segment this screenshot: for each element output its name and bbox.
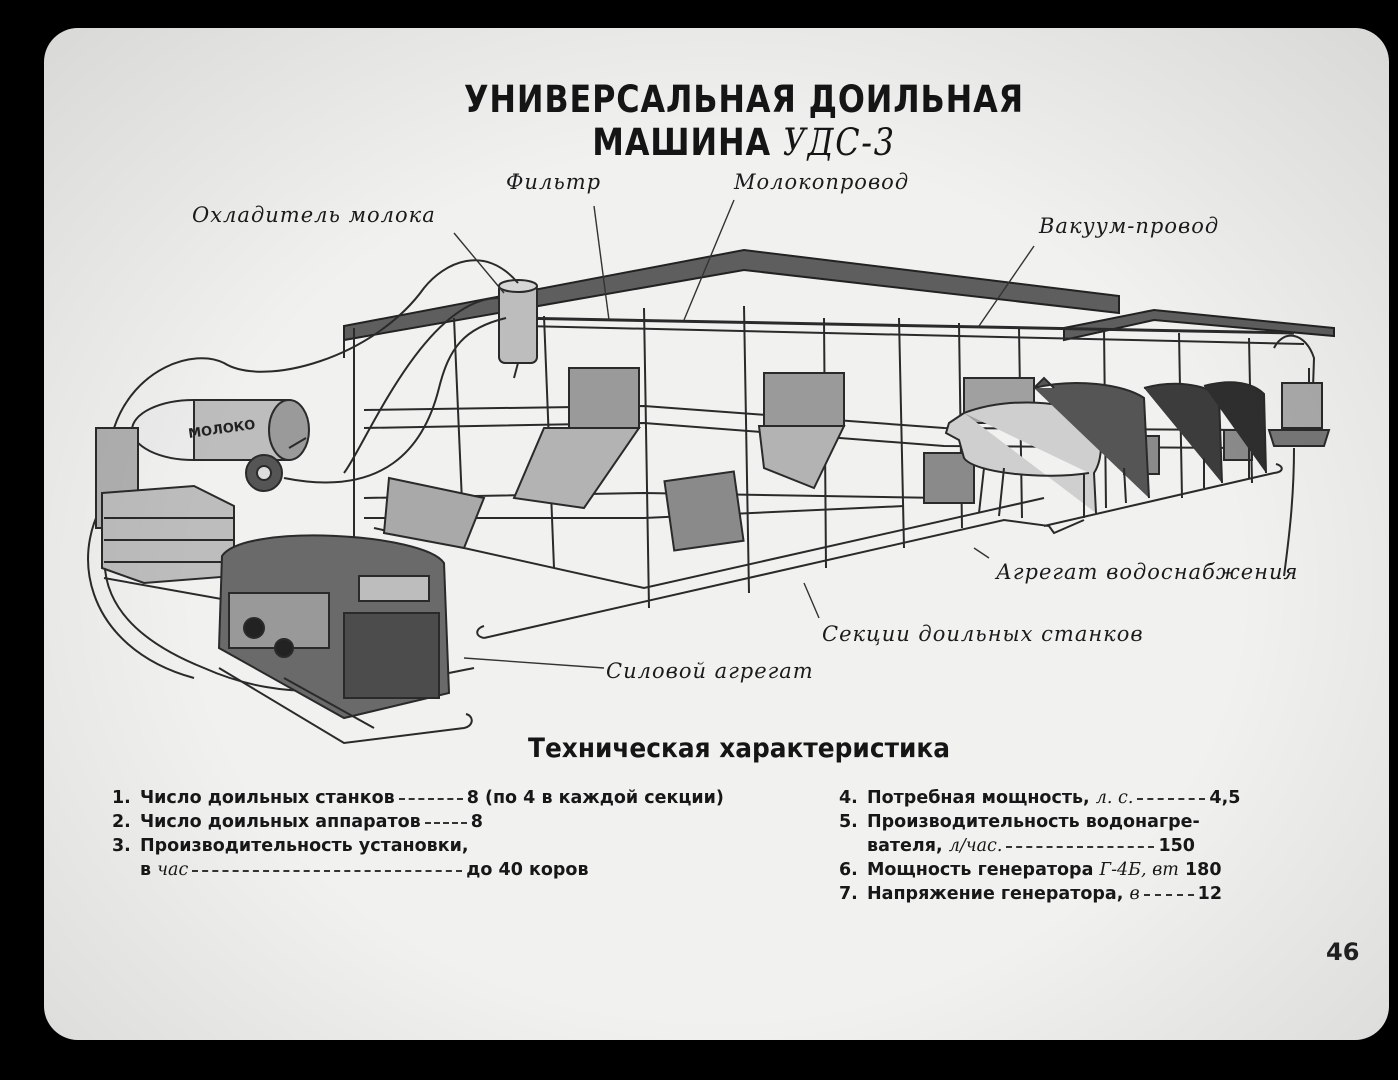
spec-unit: в	[1129, 884, 1140, 904]
spec-unit: л/час.	[948, 836, 1003, 856]
spec-value: до 40 коров	[466, 860, 589, 880]
leader-lines	[453, 199, 1035, 669]
leader-dots	[1006, 845, 1155, 848]
callout-power-unit: Силовой агрегат	[606, 659, 814, 683]
spec-value: 8 (по 4 в каждой секции)	[466, 788, 724, 808]
leader-dots	[424, 821, 467, 824]
cows	[944, 376, 1267, 518]
spec-value: 4,5	[1209, 788, 1241, 808]
spec-label: Мощность генератора	[867, 860, 1094, 880]
spec-value: 8	[470, 812, 483, 832]
callout-vacuum-line: Вакуум-провод	[1039, 214, 1220, 238]
callout-milk-line: Молокопровод	[734, 170, 910, 194]
water-supply-unit	[1267, 368, 1331, 577]
milk-tank-trailer	[131, 399, 310, 492]
spec-item-2: 2. Число доильных аппаратов 8	[112, 812, 483, 832]
spec-num: 6.	[839, 860, 858, 880]
milk-cooler	[498, 279, 538, 379]
spec-item-3: 3. Производительность установки,	[112, 836, 469, 856]
callout-stall-sections: Секции доильных станков	[822, 622, 1144, 646]
spec-label: Производительность водонагре-	[867, 812, 1200, 832]
spec-label: Напряжение генератора,	[867, 884, 1124, 904]
leader-dots	[1137, 797, 1206, 800]
spec-num: 7.	[839, 884, 858, 904]
spec-num: 1.	[112, 788, 131, 808]
leader-dots	[1143, 893, 1194, 896]
spec-unit: л. с.	[1095, 788, 1134, 808]
spec-unit: час	[157, 860, 189, 880]
spec-value: 150	[1158, 836, 1195, 856]
spec-item-5-cont: вателя, л/час. 150	[867, 836, 1195, 856]
spec-label: Потребная мощность,	[867, 788, 1090, 808]
spec-unit: Г-4Б, вт	[1099, 860, 1179, 880]
leader-dots	[398, 797, 463, 800]
spec-label-prefix: в	[140, 860, 152, 880]
spec-value: 12	[1197, 884, 1223, 904]
spec-label: Производительность установки,	[140, 836, 469, 856]
callout-milk-cooler: Охладитель молока	[192, 203, 436, 227]
spec-num: 3.	[112, 836, 131, 856]
leader-dots	[192, 869, 463, 872]
spec-label: Число доильных аппаратов	[140, 812, 421, 832]
page-number: 46	[1326, 938, 1360, 966]
spec-item-3-cont: в час до 40 коров	[140, 860, 589, 880]
callout-water-unit: Агрегат водоснабжения	[996, 560, 1299, 584]
page-title: УНИВЕРСАЛЬНАЯ ДОИЛЬНАЯ МАШИНА УДС-3	[391, 78, 1096, 164]
spec-item-5: 5. Производительность водонагре-	[839, 812, 1200, 832]
milking-machine-illustration: МОЛОКО	[87, 199, 1335, 745]
milking-buckets	[382, 429, 1253, 552]
title-model: УДС-3	[782, 121, 896, 164]
spec-item-4: 4. Потребная мощность, л. с. 4,5	[839, 788, 1240, 808]
spec-item-6: 6. Мощность генератора Г-4Б, вт 180	[839, 860, 1222, 880]
spec-num: 5.	[839, 812, 858, 832]
specs-heading: Техническая характеристика	[528, 733, 950, 764]
spec-num: 4.	[839, 788, 858, 808]
title-main: УНИВЕРСАЛЬНАЯ ДОИЛЬНАЯ МАШИНА	[464, 78, 1024, 164]
filmstrip-frame: УНИВЕРСАЛЬНАЯ ДОИЛЬНАЯ МАШИНА УДС-3	[44, 28, 1389, 1040]
spec-item-1: 1. Число доильных станков 8 (по 4 в каждой…	[112, 788, 724, 808]
spec-num: 2.	[112, 812, 131, 832]
spec-item-7: 7. Напряжение генератора, в 12	[839, 884, 1222, 904]
spec-label-cont: вателя,	[867, 836, 943, 856]
callout-filter: Фильтр	[506, 170, 602, 194]
spec-value: 180	[1184, 860, 1222, 880]
spec-label: Число доильных станков	[140, 788, 395, 808]
power-unit	[217, 534, 473, 745]
canopy-roof	[343, 248, 1335, 358]
vacuum-pipeline	[523, 325, 1305, 345]
